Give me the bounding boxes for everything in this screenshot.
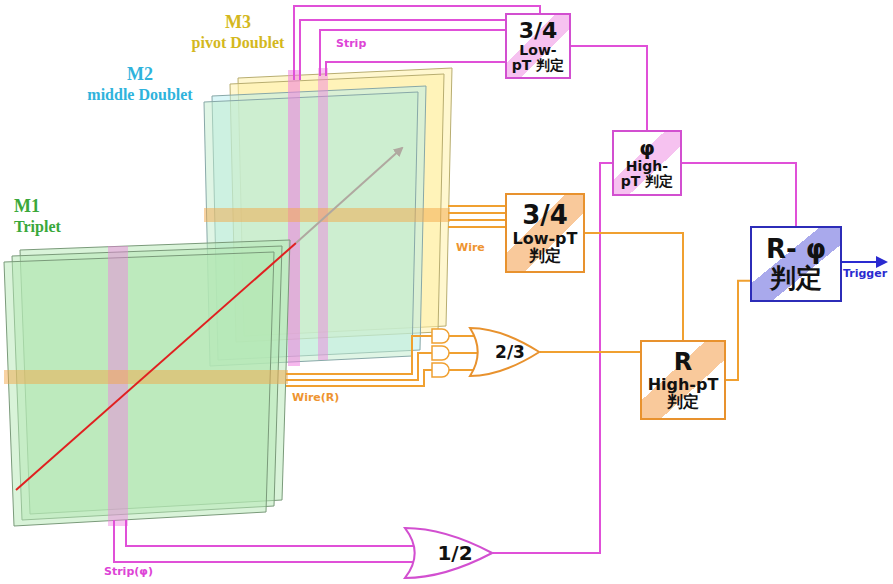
signal-name: Strip <box>336 38 366 51</box>
signal-name: Wire(R) <box>292 392 339 405</box>
chamber-name: M1 <box>14 196 40 217</box>
strip-band <box>108 246 128 526</box>
strip-wire <box>126 520 416 546</box>
node-body: 3/4Low-pT 判定 <box>510 201 580 265</box>
signal-line <box>726 281 750 380</box>
signal-name: Wire <box>456 242 485 255</box>
signal-line <box>540 351 640 353</box>
anode-wire <box>448 219 505 221</box>
signal-line <box>571 46 647 130</box>
chamber-name: middle Doublet <box>87 86 192 104</box>
signal-line <box>682 163 796 226</box>
node-heading: 1/2 <box>421 542 489 564</box>
muon-track <box>16 243 296 490</box>
node-heading: 3/4 <box>510 19 566 43</box>
or-gate-shape <box>405 528 492 578</box>
node-text: High-pT 判定 <box>617 159 677 190</box>
strip-wire <box>294 6 540 80</box>
node-body: φHigh-pT 判定 <box>617 137 677 190</box>
node-body: 1/2 <box>421 542 489 564</box>
logic-box: RHigh-pT 判定 <box>640 340 726 420</box>
gate-wire <box>449 335 476 337</box>
node-text: Low-pT 判定 <box>510 43 566 74</box>
chamber-layer <box>4 252 274 526</box>
node-heading: 2/3 <box>484 343 536 362</box>
chamber-name: M3 <box>225 12 251 33</box>
node-body: 2/3 <box>484 343 536 362</box>
anode-wire <box>448 212 505 214</box>
node-body: R- φ 判定 <box>755 235 837 292</box>
node-heading: φ <box>617 137 677 159</box>
strip-wire <box>300 20 505 80</box>
gate-wire <box>449 352 478 354</box>
chamber-name: M2 <box>127 64 153 85</box>
node-text: Low-pT 判定 <box>510 230 580 265</box>
node-heading: 3/4 <box>510 201 580 230</box>
logic-box: 3/4Low-pT 判定 <box>505 13 571 79</box>
or-gate: 1/2 <box>405 527 493 579</box>
signal-line <box>585 233 683 340</box>
anode-wire <box>286 353 432 380</box>
logic-box: 3/4Low-pT 判定 <box>505 193 585 273</box>
node-text: High-pT 判定 <box>645 376 721 411</box>
chamber-name: pivot Doublet <box>192 34 285 52</box>
signal-name: Strip(φ) <box>104 566 153 579</box>
anode-wire <box>448 205 505 207</box>
strip-wire <box>326 62 505 76</box>
strip-wire <box>320 30 505 76</box>
anode-wire <box>286 336 432 374</box>
node-heading: R <box>645 349 721 375</box>
anode-wire <box>448 226 505 228</box>
logic-box: R- φ 判定 <box>750 226 842 302</box>
wire-band <box>4 370 288 384</box>
trigger-arrow <box>842 261 886 263</box>
output-name: Trigger <box>843 268 887 281</box>
node-body: 3/4Low-pT 判定 <box>510 19 566 74</box>
logic-box: φHigh-pT 判定 <box>612 130 682 196</box>
strip-wire <box>114 520 416 562</box>
anode-wire <box>286 370 432 386</box>
node-body: RHigh-pT 判定 <box>645 349 721 411</box>
node-heading: R- φ 判定 <box>755 235 837 292</box>
or-gate: 2/3 <box>470 327 540 377</box>
or-gate-shape <box>470 328 539 376</box>
and-gate <box>432 329 449 343</box>
and-gate <box>432 346 449 360</box>
chamber-name: Triplet <box>14 218 61 236</box>
and-gate <box>432 363 449 377</box>
muon-track <box>296 148 402 243</box>
